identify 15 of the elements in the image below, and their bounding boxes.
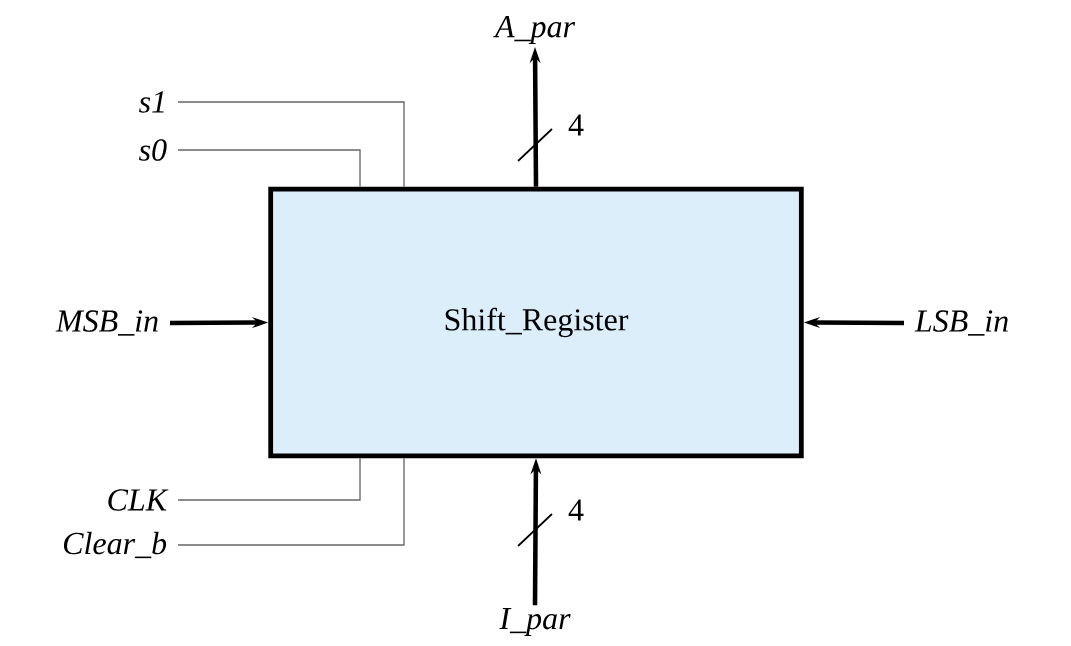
signal-label: I_par <box>499 608 571 636</box>
signal-label: s1 <box>139 91 164 113</box>
bus-width-label: 4 <box>568 114 584 136</box>
signal-label: s0 <box>139 139 167 161</box>
signal-label: LSB_in <box>914 310 1008 336</box>
signal-label: CLK <box>108 489 169 511</box>
signal-label: A_par <box>493 16 576 44</box>
signal-label: MSB_in <box>55 310 158 336</box>
bus-width-label: 4 <box>568 499 584 521</box>
signal-label: Clear_b <box>63 531 167 559</box>
register-box: Shift_Register <box>268 186 804 459</box>
signal-line <box>177 457 405 546</box>
signal-line <box>177 149 361 188</box>
signal-line <box>177 101 405 188</box>
signal-line <box>177 457 361 501</box>
